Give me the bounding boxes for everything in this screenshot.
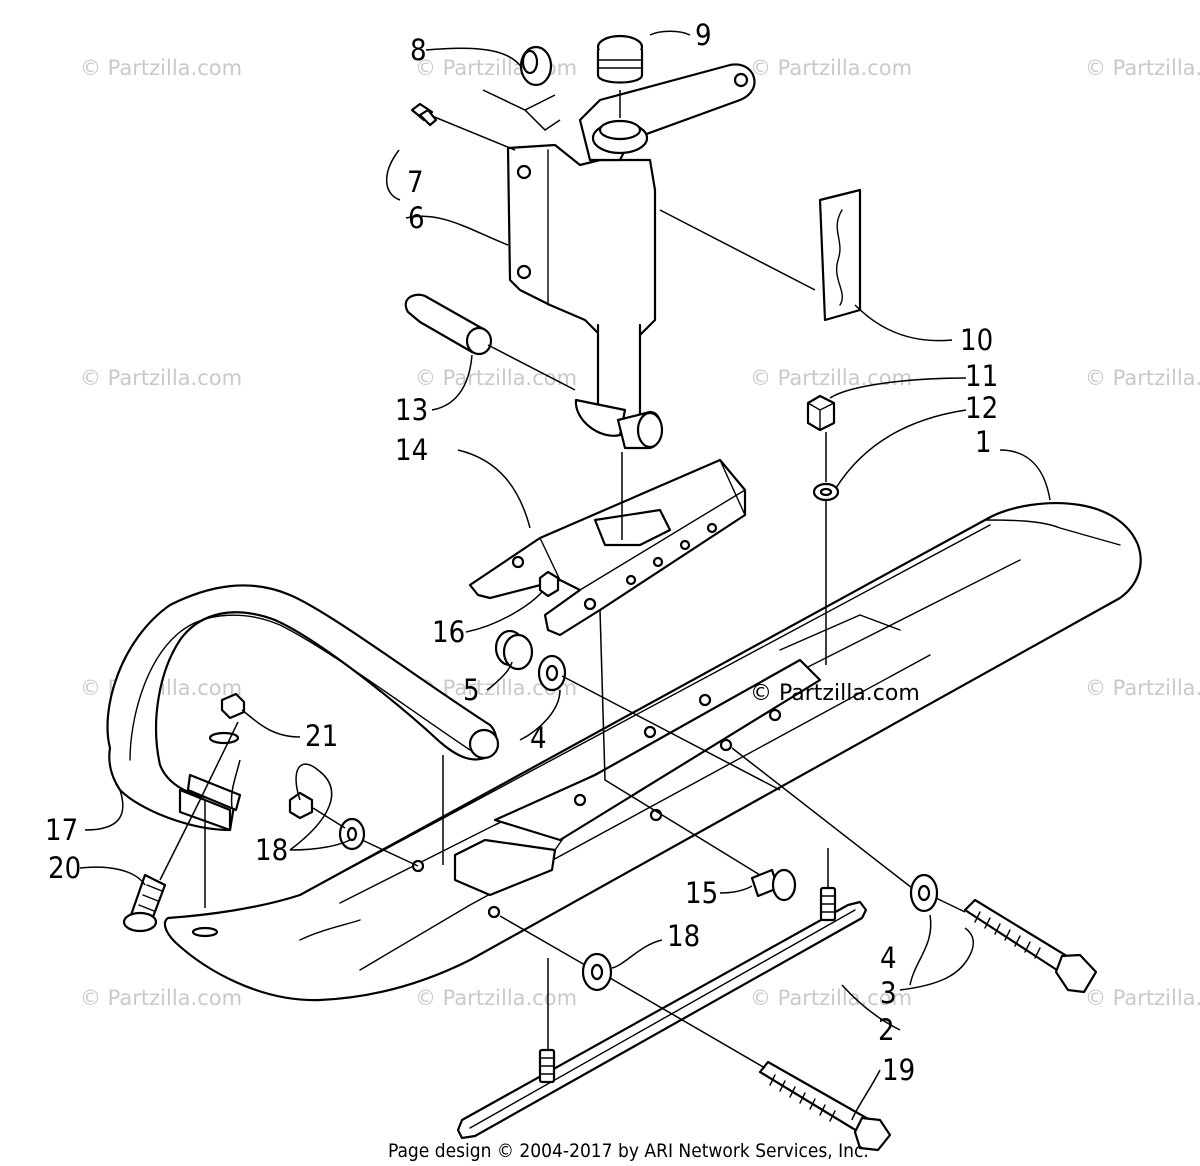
watermark-on-ski: © Partzilla.com <box>750 681 920 706</box>
watermark: © Partzilla.com <box>80 56 242 80</box>
footer-copyright: Page design © 2004-2017 by ARI Network S… <box>388 1140 869 1162</box>
callout-13: 13 <box>395 393 428 427</box>
nut-18 <box>288 791 314 820</box>
callout-15: 15 <box>685 876 718 910</box>
bushing-5 <box>494 629 534 671</box>
bolt-20 <box>122 873 167 933</box>
washer-18-left <box>338 817 366 851</box>
plug <box>596 34 644 84</box>
watermark: © Partzilla.com <box>750 366 912 390</box>
callout-9: 9 <box>695 18 712 52</box>
assembly-lines <box>159 89 966 1069</box>
cap <box>519 45 553 87</box>
callout-8: 8 <box>410 33 427 67</box>
bolt-19 <box>758 1060 892 1152</box>
bolt-3 <box>963 898 1098 994</box>
callout-1: 1 <box>975 425 992 459</box>
watermark: © Partzilla.com <box>80 366 242 390</box>
callout-leaders <box>79 30 1051 1121</box>
callout-4-upper: 4 <box>530 721 547 755</box>
spindle <box>506 63 756 450</box>
callout-5: 5 <box>463 673 480 707</box>
callout-6: 6 <box>408 201 425 235</box>
callout-17: 17 <box>45 813 78 847</box>
callout-10: 10 <box>960 323 993 357</box>
washer-4-upper <box>537 654 567 692</box>
watermark: © Partzilla.com <box>415 56 577 80</box>
callout-18-lower: 18 <box>667 919 700 953</box>
callout-18-left: 18 <box>255 833 288 867</box>
callout-4-lower: 4 <box>880 941 897 975</box>
decal <box>818 188 862 322</box>
watermark: © Partzilla.com <box>415 366 577 390</box>
wear-bar <box>456 886 868 1140</box>
watermark: © Partzilla.com <box>1085 676 1200 700</box>
callout-19: 19 <box>882 1053 915 1087</box>
spindle-pin <box>404 293 493 356</box>
washer-12 <box>812 482 840 502</box>
callout-12: 12 <box>965 391 998 425</box>
nut-11 <box>806 394 836 432</box>
callout-11: 11 <box>965 359 998 393</box>
watermark: © Partzilla.com <box>415 986 577 1010</box>
callout-16: 16 <box>432 615 465 649</box>
saddle <box>468 458 747 637</box>
callout-21: 21 <box>305 719 338 753</box>
watermark: © Partzilla.com <box>1085 56 1200 80</box>
callouts: 1 2 3 4 4 5 6 7 8 9 10 11 12 13 14 15 16… <box>45 18 998 1087</box>
callout-20: 20 <box>48 851 81 885</box>
bushing-21 <box>208 692 246 745</box>
nut-16 <box>538 570 560 598</box>
watermark: © Partzilla.com <box>750 56 912 80</box>
watermark: © Partzilla.com <box>750 986 912 1010</box>
screw-15 <box>750 868 797 902</box>
ski <box>163 502 1142 1002</box>
watermark: © Partzilla.com <box>1085 366 1200 390</box>
callout-7: 7 <box>407 165 424 199</box>
grease-fitting <box>410 102 438 127</box>
watermark: © Partzilla.com <box>1085 986 1200 1010</box>
callout-2: 2 <box>878 1013 895 1047</box>
callout-14: 14 <box>395 433 428 467</box>
washer-4-lower <box>909 873 939 913</box>
washer-18-lower <box>581 952 613 992</box>
callout-3: 3 <box>880 976 897 1010</box>
watermark: © Partzilla.com <box>80 986 242 1010</box>
